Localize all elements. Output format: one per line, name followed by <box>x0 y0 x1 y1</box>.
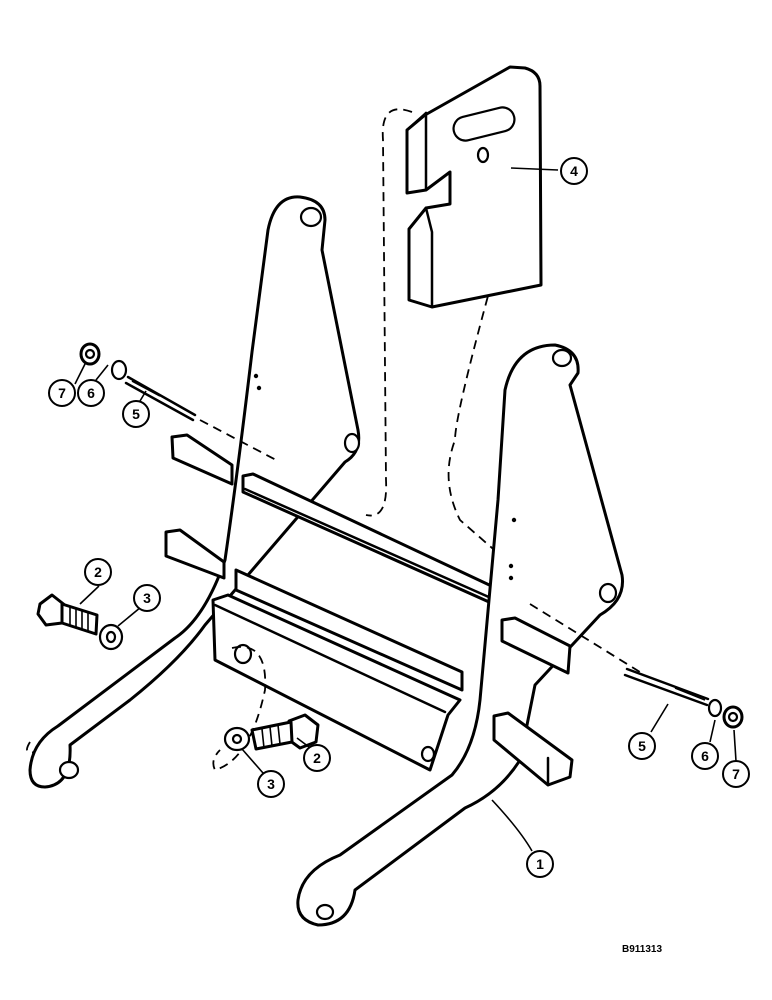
callout-7-left: 7 <box>48 379 76 407</box>
svg-text:5: 5 <box>132 406 140 422</box>
svg-text:5: 5 <box>638 738 646 754</box>
callout-6-left: 6 <box>77 379 105 407</box>
lower-cross-bar <box>234 568 464 692</box>
callout-7-right: 7 <box>722 760 750 788</box>
bolt-guide-right <box>529 603 641 673</box>
svg-text:2: 2 <box>94 564 102 580</box>
bolt-guide-left <box>26 419 279 772</box>
angle-bracket-right <box>492 711 574 787</box>
svg-text:3: 3 <box>267 776 275 792</box>
callout-3-front: 3 <box>257 770 285 798</box>
svg-text:6: 6 <box>87 385 95 401</box>
weight-assembly-path <box>365 108 513 556</box>
drawing-code: B911313 <box>622 944 662 955</box>
stud-upper-left <box>124 375 197 422</box>
washer-upper-left <box>110 359 128 381</box>
stud-right <box>623 667 710 707</box>
washer-right <box>707 698 723 718</box>
svg-text:3: 3 <box>143 590 151 606</box>
callout-5-left: 5 <box>122 400 150 428</box>
front-bracket-block <box>211 593 462 772</box>
callout-1: 1 <box>526 850 554 878</box>
pad-upper-left <box>170 433 234 486</box>
bolt-front <box>223 713 320 752</box>
pad-right-upper <box>500 616 572 675</box>
callout-5-right: 5 <box>628 732 656 760</box>
leader-lines <box>74 167 737 852</box>
pad-lower-left <box>164 528 226 580</box>
callout-6-right: 6 <box>691 742 719 770</box>
svg-text:6: 6 <box>701 748 709 764</box>
svg-text:2: 2 <box>313 750 321 766</box>
frame-plate-left <box>28 195 361 789</box>
suitcase-weight <box>405 65 543 309</box>
frame-plate-right <box>296 343 625 927</box>
svg-text:7: 7 <box>732 766 740 782</box>
upper-cross-bar <box>241 472 502 608</box>
callout-3-left: 3 <box>133 584 161 612</box>
callout-4: 4 <box>560 157 588 185</box>
svg-text:4: 4 <box>570 163 578 179</box>
svg-text:7: 7 <box>58 385 66 401</box>
svg-text:1: 1 <box>536 856 544 872</box>
callout-2-left: 2 <box>84 558 112 586</box>
callout-2-front: 2 <box>303 744 331 772</box>
bolt-left <box>36 593 124 651</box>
